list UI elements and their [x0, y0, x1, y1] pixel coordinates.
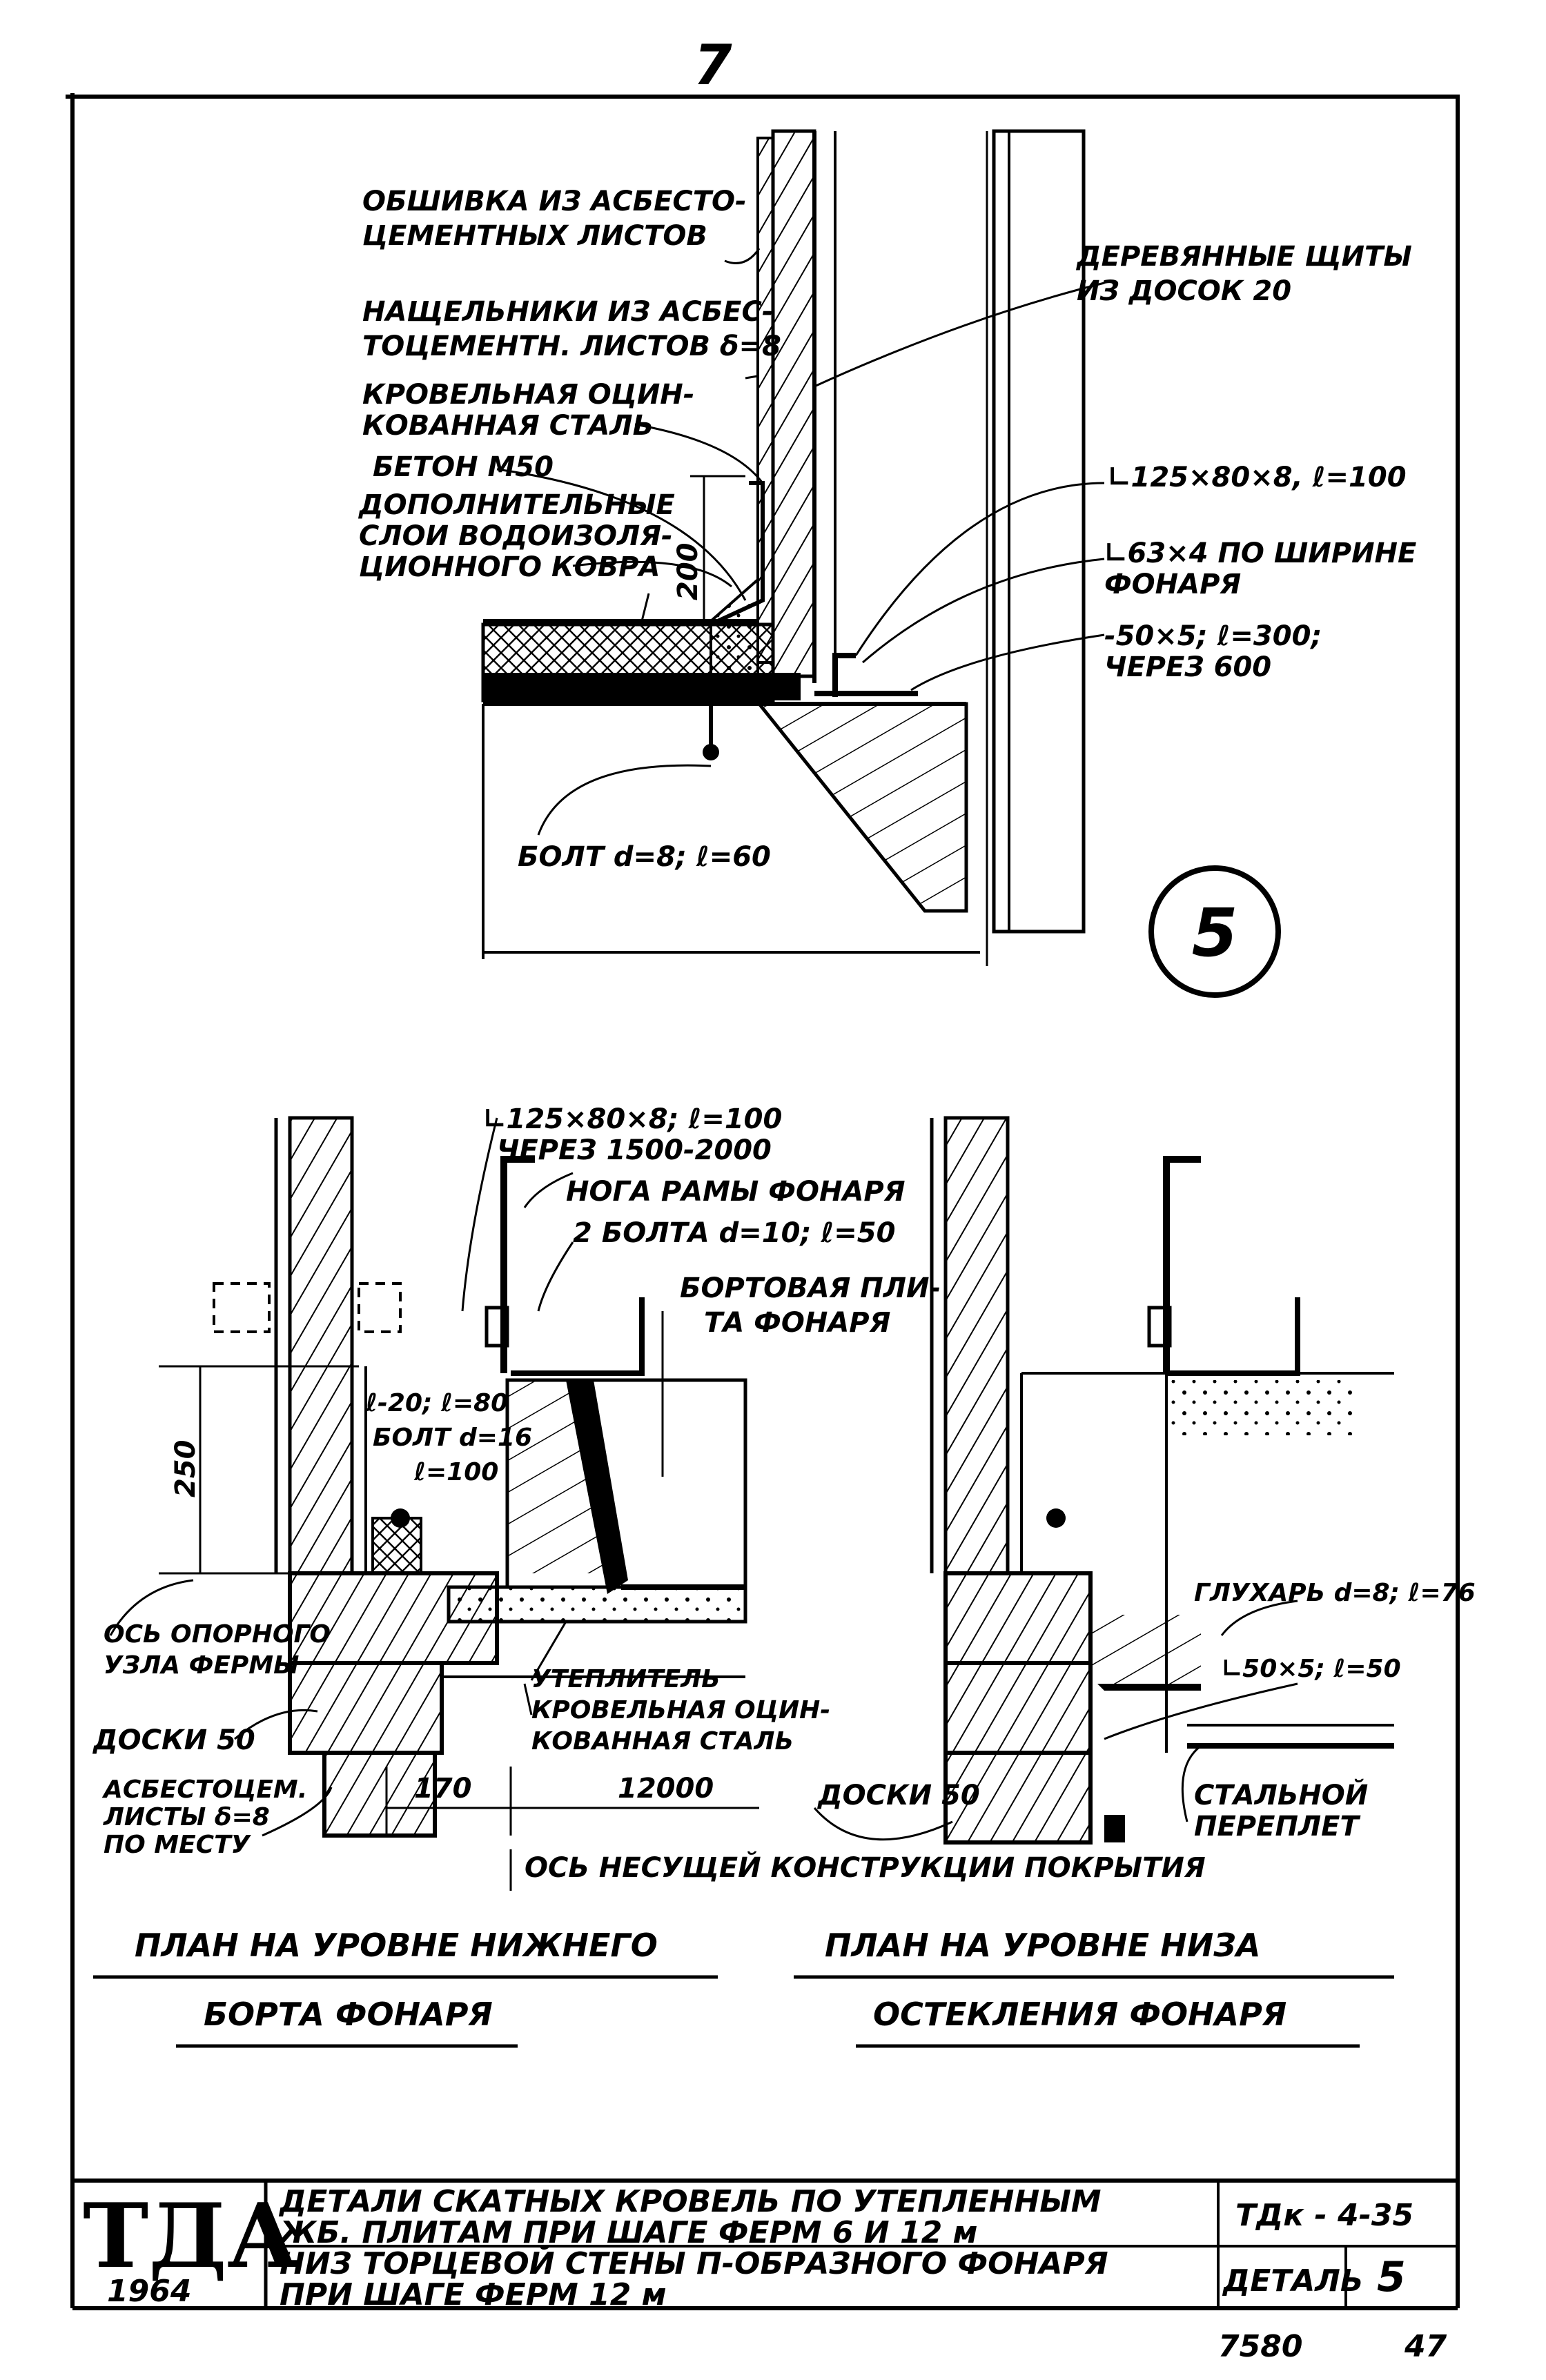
svg-text:КРОВЕЛЬНАЯ ОЦИН-: КРОВЕЛЬНАЯ ОЦИН-	[531, 1696, 830, 1724]
svg-text:5: 5	[1192, 894, 1238, 972]
svg-text:∟125×80×8, ℓ=100: ∟125×80×8, ℓ=100	[1108, 462, 1407, 493]
svg-text:ДОПОЛНИТЕЛЬНЫЕ: ДОПОЛНИТЕЛЬНЫЕ	[358, 489, 675, 521]
svg-text:КРОВЕЛЬНАЯ ОЦИН-: КРОВЕЛЬНАЯ ОЦИН-	[362, 379, 694, 411]
captions: ПЛАН НА УРОВНЕ НИЖНЕГО БОРТА ФОНАРЯ ПЛАН…	[93, 1927, 1394, 2048]
svg-text:ПЛАН НА УРОВНЕ НИЗА: ПЛАН НА УРОВНЕ НИЗА	[825, 1927, 1261, 1964]
svg-text:БОРТА ФОНАРЯ: БОРТА ФОНАРЯ	[204, 1996, 493, 2033]
right-labels: ГЛУХАРЬ d=8; ℓ=76 ∟50×5; ℓ=50 ДОСКИ 50 С…	[816, 1579, 1476, 1842]
page-number: 7	[694, 33, 732, 97]
left-plan-drawing	[159, 1116, 759, 1838]
svg-text:ПЛАН НА УРОВНЕ НИЖНЕГО: ПЛАН НА УРОВНЕ НИЖНЕГО	[135, 1927, 658, 1964]
dim-170: 170	[414, 1773, 472, 1804]
top-detail-drawing	[481, 129, 1086, 966]
svg-text:АСБЕСТОЦЕМ.: АСБЕСТОЦЕМ.	[101, 1776, 307, 1804]
title2-line1: НИЗ ТОРЦЕВОЙ СТЕНЫ П-ОБРАЗНОГО ФОНАРЯ	[280, 2245, 1108, 2281]
svg-text:∟63×4 ПО ШИРИНЕ: ∟63×4 ПО ШИРИНЕ	[1104, 538, 1416, 569]
svg-text:НОГА РАМЫ ФОНАРЯ: НОГА РАМЫ ФОНАРЯ	[566, 1176, 906, 1208]
svg-text:ЦИОННОГО КОВРА: ЦИОННОГО КОВРА	[359, 551, 660, 583]
title-block	[72, 2179, 1458, 2308]
detail-label: ДЕТАЛЬ	[1222, 2263, 1363, 2299]
left-labels: ∟125×80×8; ℓ=100 ЧЕРЕЗ 1500-2000 НОГА РА…	[92, 1103, 941, 1859]
dim-12000: 12000	[618, 1773, 714, 1804]
page-footer: 47	[1404, 2329, 1447, 2364]
svg-text:ФОНАРЯ: ФОНАРЯ	[1104, 569, 1241, 600]
svg-text:ГЛУХАРЬ d=8; ℓ=76: ГЛУХАРЬ d=8; ℓ=76	[1194, 1579, 1476, 1607]
year: 1964	[107, 2274, 191, 2309]
series-code: ТДк - 4-35	[1235, 2198, 1413, 2233]
svg-text:ПЕРЕПЛЕТ: ПЕРЕПЛЕТ	[1194, 1811, 1360, 1842]
title1-line2: ЖБ. ПЛИТАМ ПРИ ШАГЕ ФЕРМ 6 И 12 м	[277, 2215, 977, 2250]
svg-text:ОСТЕКЛЕНИЯ ФОНАРЯ: ОСТЕКЛЕНИЯ ФОНАРЯ	[873, 1996, 1286, 2033]
svg-text:БОЛТ d=16: БОЛТ d=16	[373, 1424, 532, 1452]
svg-text:НАЩЕЛЬНИКИ ИЗ АСБЕС-: НАЩЕЛЬНИКИ ИЗ АСБЕС-	[362, 296, 773, 328]
svg-text:ДЕРЕВЯННЫЕ ЩИТЫ: ДЕРЕВЯННЫЕ ЩИТЫ	[1075, 241, 1412, 273]
sheet-frame	[66, 93, 1460, 2310]
svg-text:КОВАННАЯ СТАЛЬ: КОВАННАЯ СТАЛЬ	[531, 1727, 794, 1756]
svg-text:-50×5; ℓ=300;: -50×5; ℓ=300;	[1104, 620, 1322, 652]
dim-200: 200	[672, 543, 704, 601]
org-logo: ТДА	[83, 2185, 299, 2288]
svg-text:ОБШИВКА ИЗ АСБЕСТО-: ОБШИВКА ИЗ АСБЕСТО-	[362, 186, 747, 217]
svg-text:ЧЕРЕЗ 1500-2000: ЧЕРЕЗ 1500-2000	[497, 1134, 772, 1166]
left-leaders	[109, 1117, 664, 1837]
detail-number: 5	[1377, 2253, 1406, 2301]
right-plan-drawing	[930, 1116, 1394, 1845]
svg-text:∟50×5; ℓ=50: ∟50×5; ℓ=50	[1222, 1655, 1401, 1683]
svg-text:ЧЕРЕЗ 600: ЧЕРЕЗ 600	[1104, 651, 1271, 683]
svg-text:ЦЕМЕНТНЫХ ЛИСТОВ: ЦЕМЕНТНЫХ ЛИСТОВ	[362, 220, 707, 252]
svg-text:2 БОЛТА d=10; ℓ=50: 2 БОЛТА d=10; ℓ=50	[573, 1217, 895, 1249]
svg-text:СЛОИ ВОДОИЗОЛЯ-: СЛОИ ВОДОИЗОЛЯ-	[359, 520, 673, 552]
svg-text:КОВАННАЯ СТАЛЬ: КОВАННАЯ СТАЛЬ	[362, 410, 654, 442]
sheet-code: 7580	[1218, 2329, 1302, 2364]
svg-text:ℓ-20; ℓ=80: ℓ-20; ℓ=80	[365, 1389, 508, 1417]
svg-text:ОСЬ ОПОРНОГО: ОСЬ ОПОРНОГО	[104, 1620, 331, 1649]
svg-text:БОЛТ d=8; ℓ=60: БОЛТ d=8; ℓ=60	[518, 841, 771, 873]
svg-text:УЗЛА ФЕРМЫ: УЗЛА ФЕРМЫ	[104, 1651, 299, 1680]
svg-text:БЕТОН М50: БЕТОН М50	[373, 451, 554, 483]
svg-text:ДОСКИ 50: ДОСКИ 50	[816, 1780, 980, 1811]
svg-text:ИЗ ДОСОК 20: ИЗ ДОСОК 20	[1077, 275, 1291, 307]
detail-marker: 5	[1148, 865, 1281, 998]
axis-note: ОСЬ НЕСУЩЕЙ КОНСТРУКЦИИ ПОКРЫТИЯ	[525, 1851, 1206, 1884]
svg-text:∟125×80×8; ℓ=100: ∟125×80×8; ℓ=100	[483, 1103, 782, 1135]
svg-text:ДОСКИ 50: ДОСКИ 50	[92, 1724, 255, 1756]
svg-text:СТАЛЬНОЙ: СТАЛЬНОЙ	[1194, 1778, 1368, 1811]
svg-text:ПО МЕСТУ: ПО МЕСТУ	[104, 1831, 252, 1859]
svg-text:ТА ФОНАРЯ: ТА ФОНАРЯ	[704, 1307, 890, 1339]
dim-250: 250	[170, 1440, 202, 1498]
svg-text:ℓ=100: ℓ=100	[413, 1458, 498, 1486]
svg-text:ТОЦЕМЕНТН. ЛИСТОВ δ=8: ТОЦЕМЕНТН. ЛИСТОВ δ=8	[362, 331, 781, 362]
title2-line2: ПРИ ШАГЕ ФЕРМ 12 м	[280, 2277, 667, 2312]
top-labels: ОБШИВКА ИЗ АСБЕСТО- ЦЕМЕНТНЫХ ЛИСТОВ НАЩ…	[358, 186, 1416, 873]
top-leaders	[496, 248, 1105, 836]
svg-text:ЛИСТЫ δ=8: ЛИСТЫ δ=8	[103, 1803, 270, 1831]
title1-line1: ДЕТАЛИ СКАТНЫХ КРОВЕЛЬ ПО УТЕПЛЕННЫМ	[278, 2184, 1102, 2219]
svg-text:БОРТОВАЯ ПЛИ-: БОРТОВАЯ ПЛИ-	[680, 1272, 941, 1304]
right-leaders	[813, 1600, 1298, 1841]
svg-text:УТЕПЛИТЕЛЬ: УТЕПЛИТЕЛЬ	[531, 1665, 721, 1693]
